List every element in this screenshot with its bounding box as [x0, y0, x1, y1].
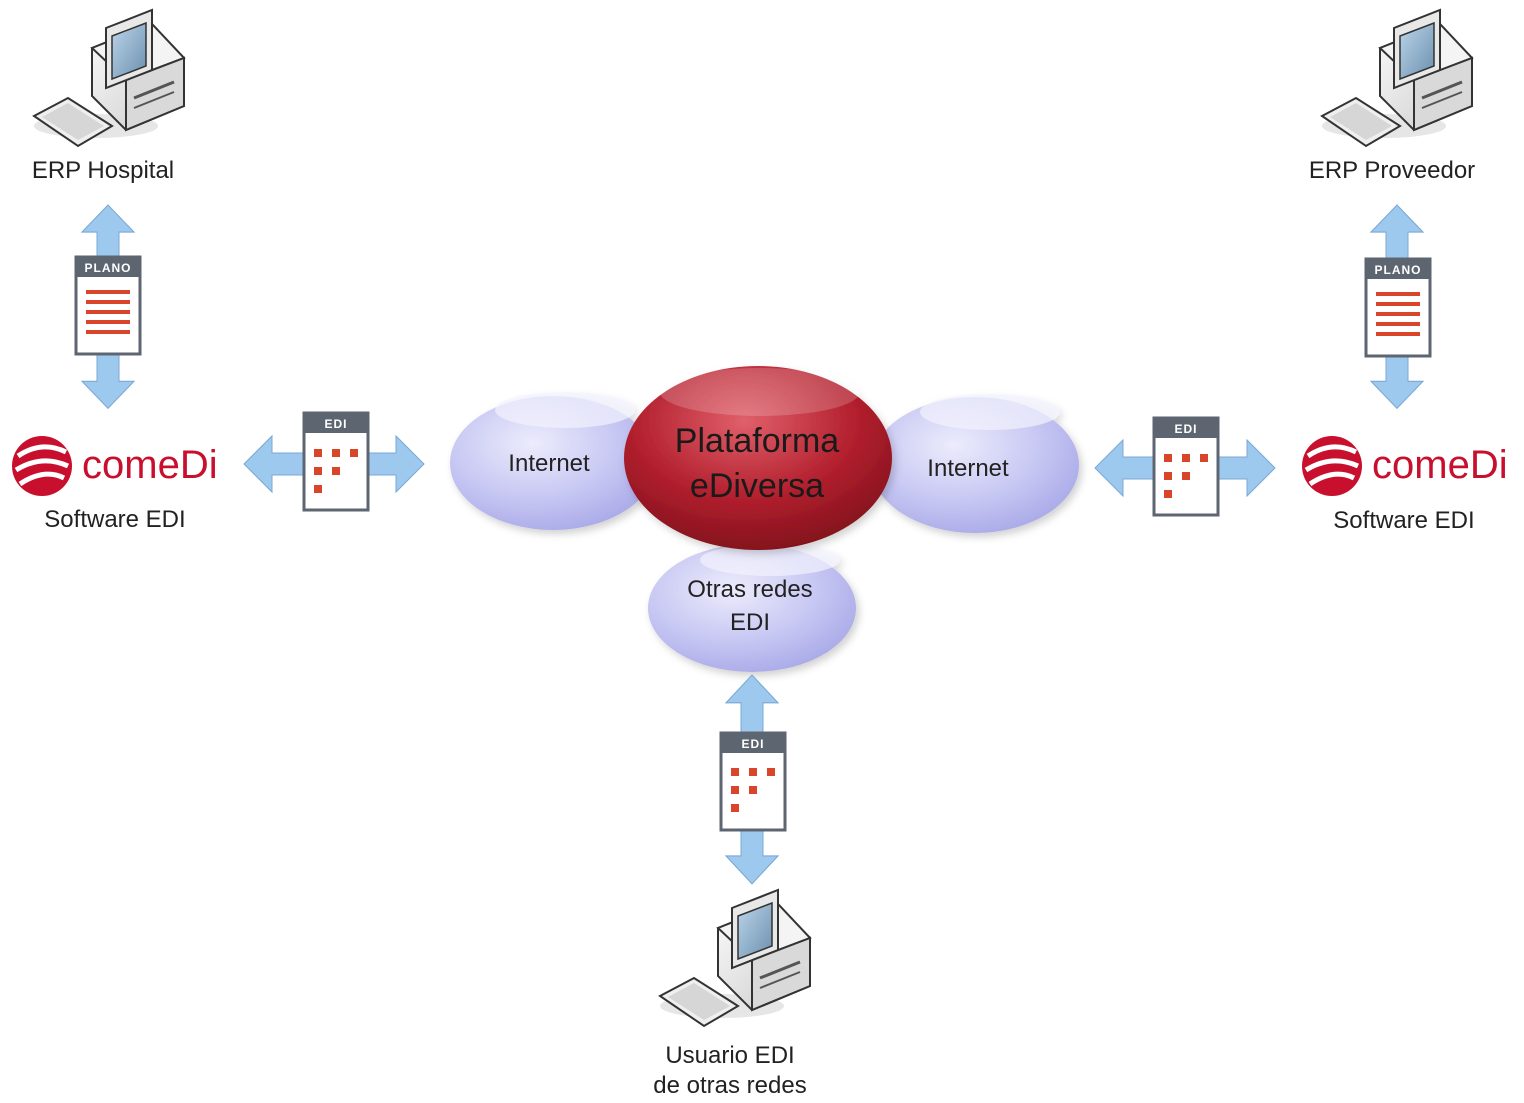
erp-hospital-computer-icon	[32, 8, 186, 148]
comedi-left-text: comeDi	[82, 443, 218, 487]
internet-right-label: Internet	[927, 455, 1009, 482]
software-edi-right-label: Software EDI	[1333, 507, 1474, 534]
comedi-logo-right: comeDi	[1302, 436, 1508, 496]
plano-right-tag: PLANO	[1375, 263, 1422, 277]
internet-left-label: Internet	[508, 450, 590, 477]
plataforma-label-line2: eDiversa	[690, 467, 824, 505]
edi-left-tag: EDI	[324, 417, 347, 431]
erp-proveedor-computer-icon	[1320, 8, 1474, 148]
plataforma-label-line1: Plataforma	[675, 422, 839, 460]
usuario-label-line1: Usuario EDI	[665, 1042, 794, 1069]
otras-redes-label-line1: Otras redes	[687, 576, 812, 603]
internet-right-cloud	[871, 394, 1079, 533]
plano-document-right-icon: PLANO	[1364, 257, 1432, 358]
erp-proveedor-label: ERP Proveedor	[1309, 157, 1475, 184]
plano-document-left-icon: PLANO	[74, 255, 142, 356]
comedi-right-text: comeDi	[1372, 443, 1508, 487]
usuario-edi-computer-icon	[658, 888, 812, 1028]
otras-redes-cloud	[648, 544, 856, 672]
edi-document-left-icon: EDI	[302, 411, 370, 512]
erp-hospital-label: ERP Hospital	[32, 157, 174, 184]
edi-right-tag: EDI	[1174, 422, 1197, 436]
edi-bottom-tag: EDI	[741, 737, 764, 751]
internet-left-cloud	[450, 392, 656, 530]
comedi-swirl-icon	[12, 436, 72, 496]
edi-document-right-icon: EDI	[1152, 416, 1220, 517]
otras-redes-label-line2: EDI	[730, 609, 770, 636]
comedi-logo-left: comeDi	[12, 436, 218, 496]
software-edi-left-label: Software EDI	[44, 506, 185, 533]
comedi-swirl-icon	[1302, 436, 1362, 496]
plataforma-ediversa-ellipse	[624, 366, 892, 550]
edi-document-bottom-icon: EDI	[719, 731, 787, 832]
usuario-label-line2: de otras redes	[653, 1072, 806, 1098]
plano-left-tag: PLANO	[85, 261, 132, 275]
